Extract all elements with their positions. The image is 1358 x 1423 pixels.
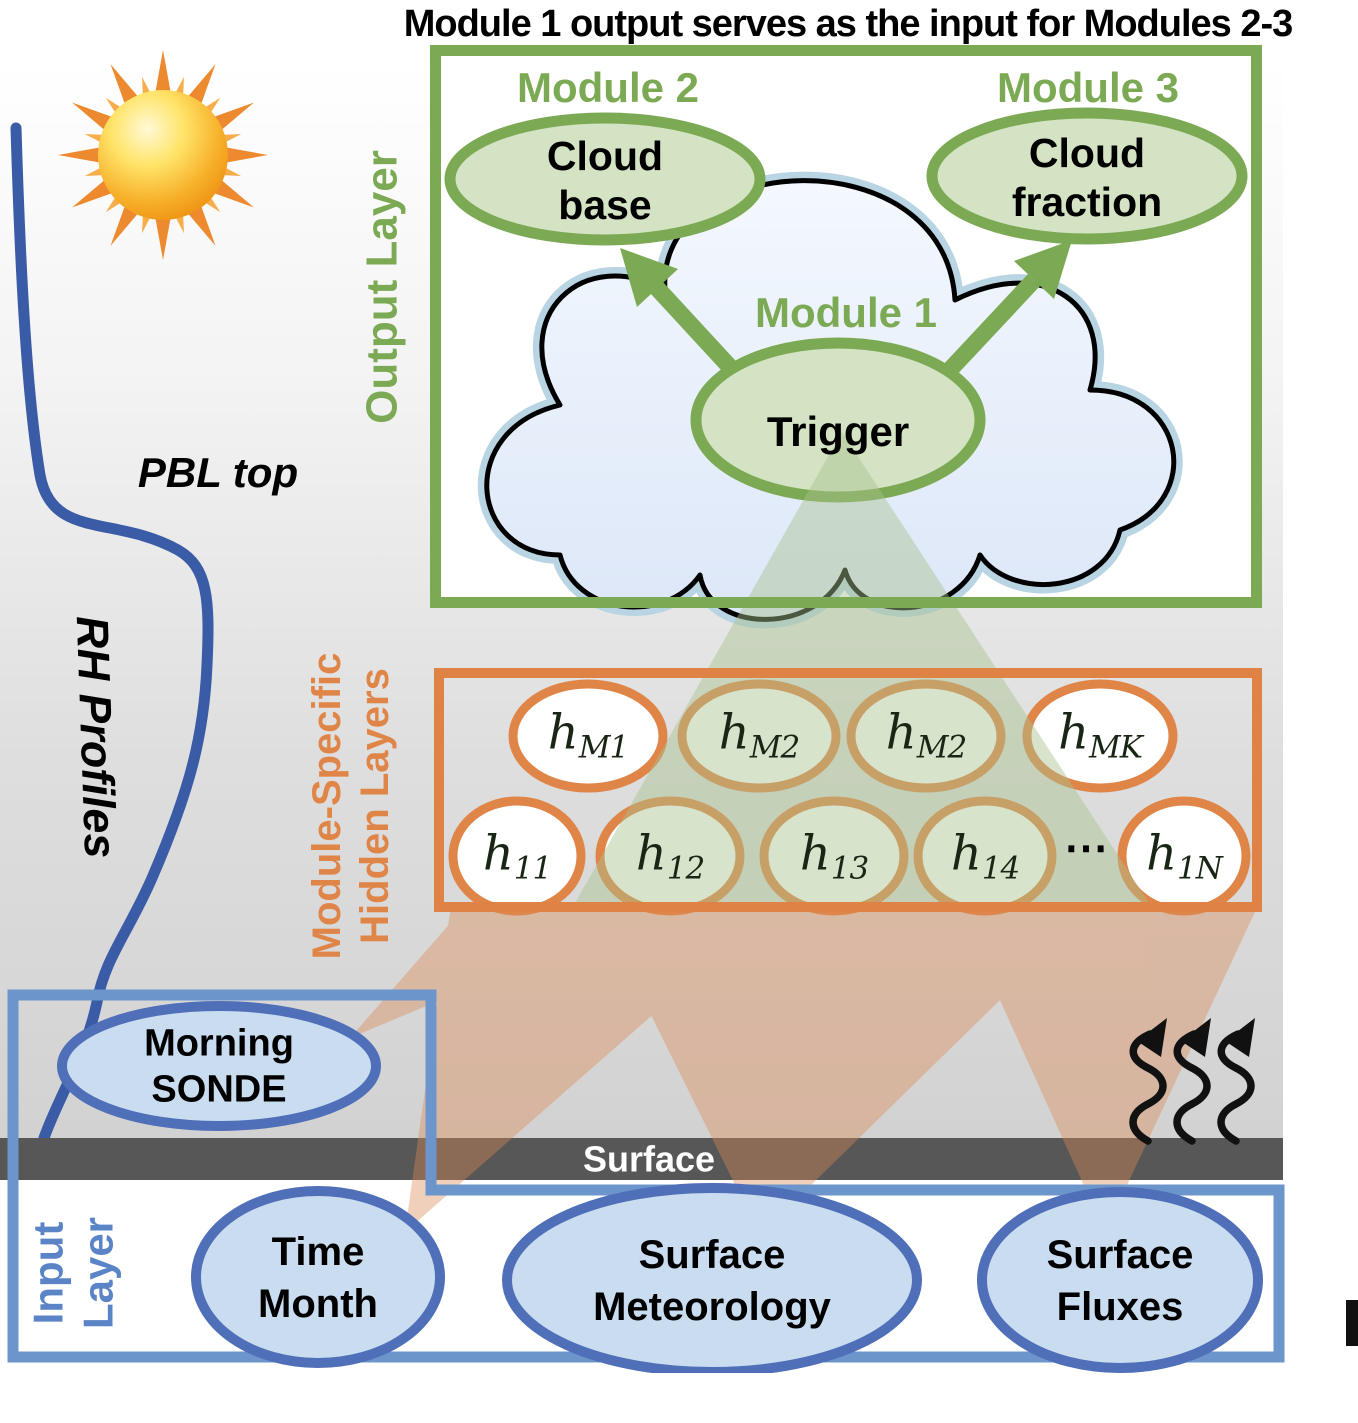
hidden-label-13: h13 <box>799 825 869 887</box>
module1-label: Module 1 <box>754 288 938 336</box>
surface-fluxes-node <box>977 1187 1263 1373</box>
meteorology-to-hidden-flow <box>600 912 1090 1235</box>
cloud-fraction-label: Cloud fraction <box>1011 129 1163 225</box>
input-layer-box <box>7 989 1285 1363</box>
arrow-to-cloud-fraction-shaft <box>939 274 1041 380</box>
trigger-node <box>690 337 986 503</box>
module2-label: Module 2 <box>516 63 700 111</box>
morning-sonde-node <box>57 1001 381 1131</box>
hidden-label-m2: hM2 <box>718 704 800 766</box>
cloud-base-label: Cloud base <box>546 132 664 228</box>
hidden-label-m2b: hM2 <box>885 704 967 766</box>
cloud-base-node <box>444 112 766 246</box>
hidden-node-m2 <box>677 679 841 793</box>
figure-title: Module 1 output serves as the input for … <box>403 3 1294 46</box>
arrow-to-cloud-fraction-head <box>1014 240 1072 299</box>
output-layer-title: Output Layer <box>357 150 407 424</box>
time-month-label: Time Month <box>258 1230 378 1326</box>
sun-icon <box>58 50 268 260</box>
hidden-node-m1 <box>508 679 668 793</box>
surface-fluxes-label: Surface Fluxes <box>1046 1233 1194 1329</box>
sonde-to-hidden-flow <box>350 912 650 1038</box>
hidden-label-1n: h1N <box>1146 825 1223 887</box>
hidden-node-m2b <box>846 679 1006 793</box>
surface-meteorology-node <box>502 1183 922 1373</box>
rh-profiles-label: RH Profiles <box>66 614 127 860</box>
arrow-to-cloud-base-head <box>620 248 678 307</box>
morning-sonde-label: Morning SONDE <box>144 1022 294 1110</box>
time-month-node <box>191 1186 445 1368</box>
hidden-node-mk <box>1022 679 1178 793</box>
fluxes-to-hidden-flow <box>960 912 1255 1232</box>
trigger-output-arrows <box>620 240 1072 384</box>
hidden-label-mk: hMK <box>1058 704 1143 766</box>
hidden-label-m1: hM1 <box>547 704 629 766</box>
module3-label: Module 3 <box>996 63 1180 111</box>
input-layer-title: Input Layer <box>24 1216 122 1330</box>
hidden-layer-box <box>434 668 1262 912</box>
time-to-hidden-flow <box>405 912 770 1232</box>
surface-meteorology-label: Surface Meteorology <box>593 1233 831 1329</box>
hidden-label-14: h14 <box>950 825 1020 887</box>
cloud-fraction-node <box>926 107 1248 245</box>
diagram-canvas <box>0 45 1358 1373</box>
hidden-layer-title: Module-Specific Hidden Layers <box>305 652 397 960</box>
surface-label: Surface <box>582 1138 716 1180</box>
pbl-top-label: PBL top <box>137 448 299 496</box>
hidden-row-ellipsis: ⋯ <box>1064 823 1108 873</box>
hidden-label-12: h12 <box>635 825 705 887</box>
hidden-label-11: h11 <box>482 825 552 887</box>
edge-mark <box>1346 1300 1358 1346</box>
arrow-to-cloud-base-shaft <box>650 282 747 384</box>
surface-bar <box>0 1138 1283 1180</box>
output-layer-box <box>430 45 1262 608</box>
trigger-label: Trigger <box>766 407 910 455</box>
